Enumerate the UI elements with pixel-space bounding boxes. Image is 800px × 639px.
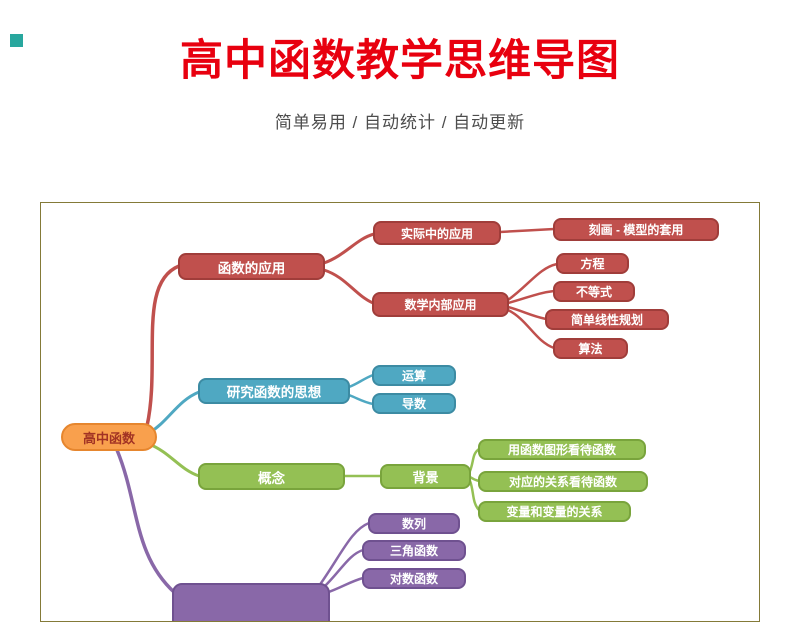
node-background: 背景 bbox=[380, 464, 471, 489]
node-trig-function: 三角函数 bbox=[362, 540, 466, 561]
node-algorithm: 算法 bbox=[553, 338, 628, 359]
corner-marker bbox=[10, 34, 23, 47]
node-application: 函数的应用 bbox=[178, 253, 325, 280]
connector-lines bbox=[115, 227, 559, 595]
node-equation: 方程 bbox=[556, 253, 629, 274]
node-derivative: 导数 bbox=[372, 393, 456, 414]
node-view-by-mapping: 对应的关系看待函数 bbox=[478, 471, 648, 492]
page-subtitle: 简单易用 / 自动统计 / 自动更新 bbox=[274, 113, 526, 132]
node-sequence: 数列 bbox=[368, 513, 460, 534]
node-real-application: 实际中的应用 bbox=[373, 221, 501, 245]
node-concept: 概念 bbox=[198, 463, 345, 490]
node-log-function: 对数函数 bbox=[362, 568, 466, 589]
node-linear-programming: 简单线性规划 bbox=[545, 309, 669, 330]
node-variable-relation: 变量和变量的关系 bbox=[478, 501, 631, 522]
node-inequality: 不等式 bbox=[553, 281, 635, 302]
node-models-cutoff bbox=[172, 583, 330, 621]
node-model-usage: 刻画 - 模型的套用 bbox=[553, 218, 719, 241]
mindmap-preview-card[interactable]: 高中函数 函数的应用 实际中的应用 刻画 - 模型的套用 数学内部应用 方程 不… bbox=[40, 202, 760, 622]
node-operation: 运算 bbox=[372, 365, 456, 386]
node-math-internal: 数学内部应用 bbox=[372, 292, 509, 317]
node-view-by-graph: 用函数图形看待函数 bbox=[478, 439, 646, 460]
node-research-thought: 研究函数的思想 bbox=[198, 378, 350, 404]
page-title: 高中函数教学思维导图 bbox=[180, 37, 620, 85]
node-root: 高中函数 bbox=[61, 423, 157, 451]
